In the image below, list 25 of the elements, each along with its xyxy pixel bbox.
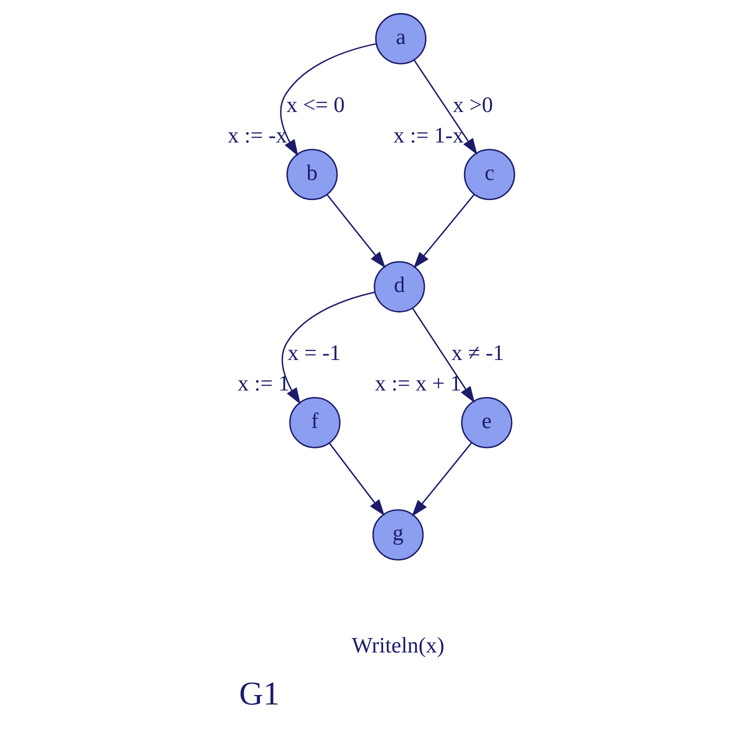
arrow: [280, 43, 376, 156]
node-label: x := x + 1: [374, 370, 462, 396]
node-circle: d: [374, 261, 426, 312]
arrow: [413, 194, 475, 268]
node-circle: c: [464, 148, 516, 200]
caption: G1: [239, 675, 280, 712]
node-label: x := 1: [238, 370, 290, 396]
node-circle: a: [375, 13, 426, 64]
node-circle: b: [286, 148, 338, 200]
node-label: x := -x: [228, 122, 287, 148]
node-label: Writeln(x): [352, 632, 444, 658]
arrow: [414, 60, 478, 155]
arrow: [326, 194, 386, 268]
node-label: x := 1-x: [393, 122, 464, 148]
edge-label: x ≠ -1: [451, 340, 504, 365]
edge-label: x >0: [452, 92, 493, 117]
arrow: [328, 442, 385, 516]
edge-label: x <= 0: [286, 92, 345, 117]
arrow: [412, 442, 472, 516]
arrow: [282, 292, 375, 404]
arrow: [412, 308, 475, 404]
node-circle: e: [461, 397, 512, 448]
node-circle: f: [289, 397, 340, 448]
node-circle: g: [372, 509, 424, 561]
edge-label: x = -1: [288, 340, 341, 365]
